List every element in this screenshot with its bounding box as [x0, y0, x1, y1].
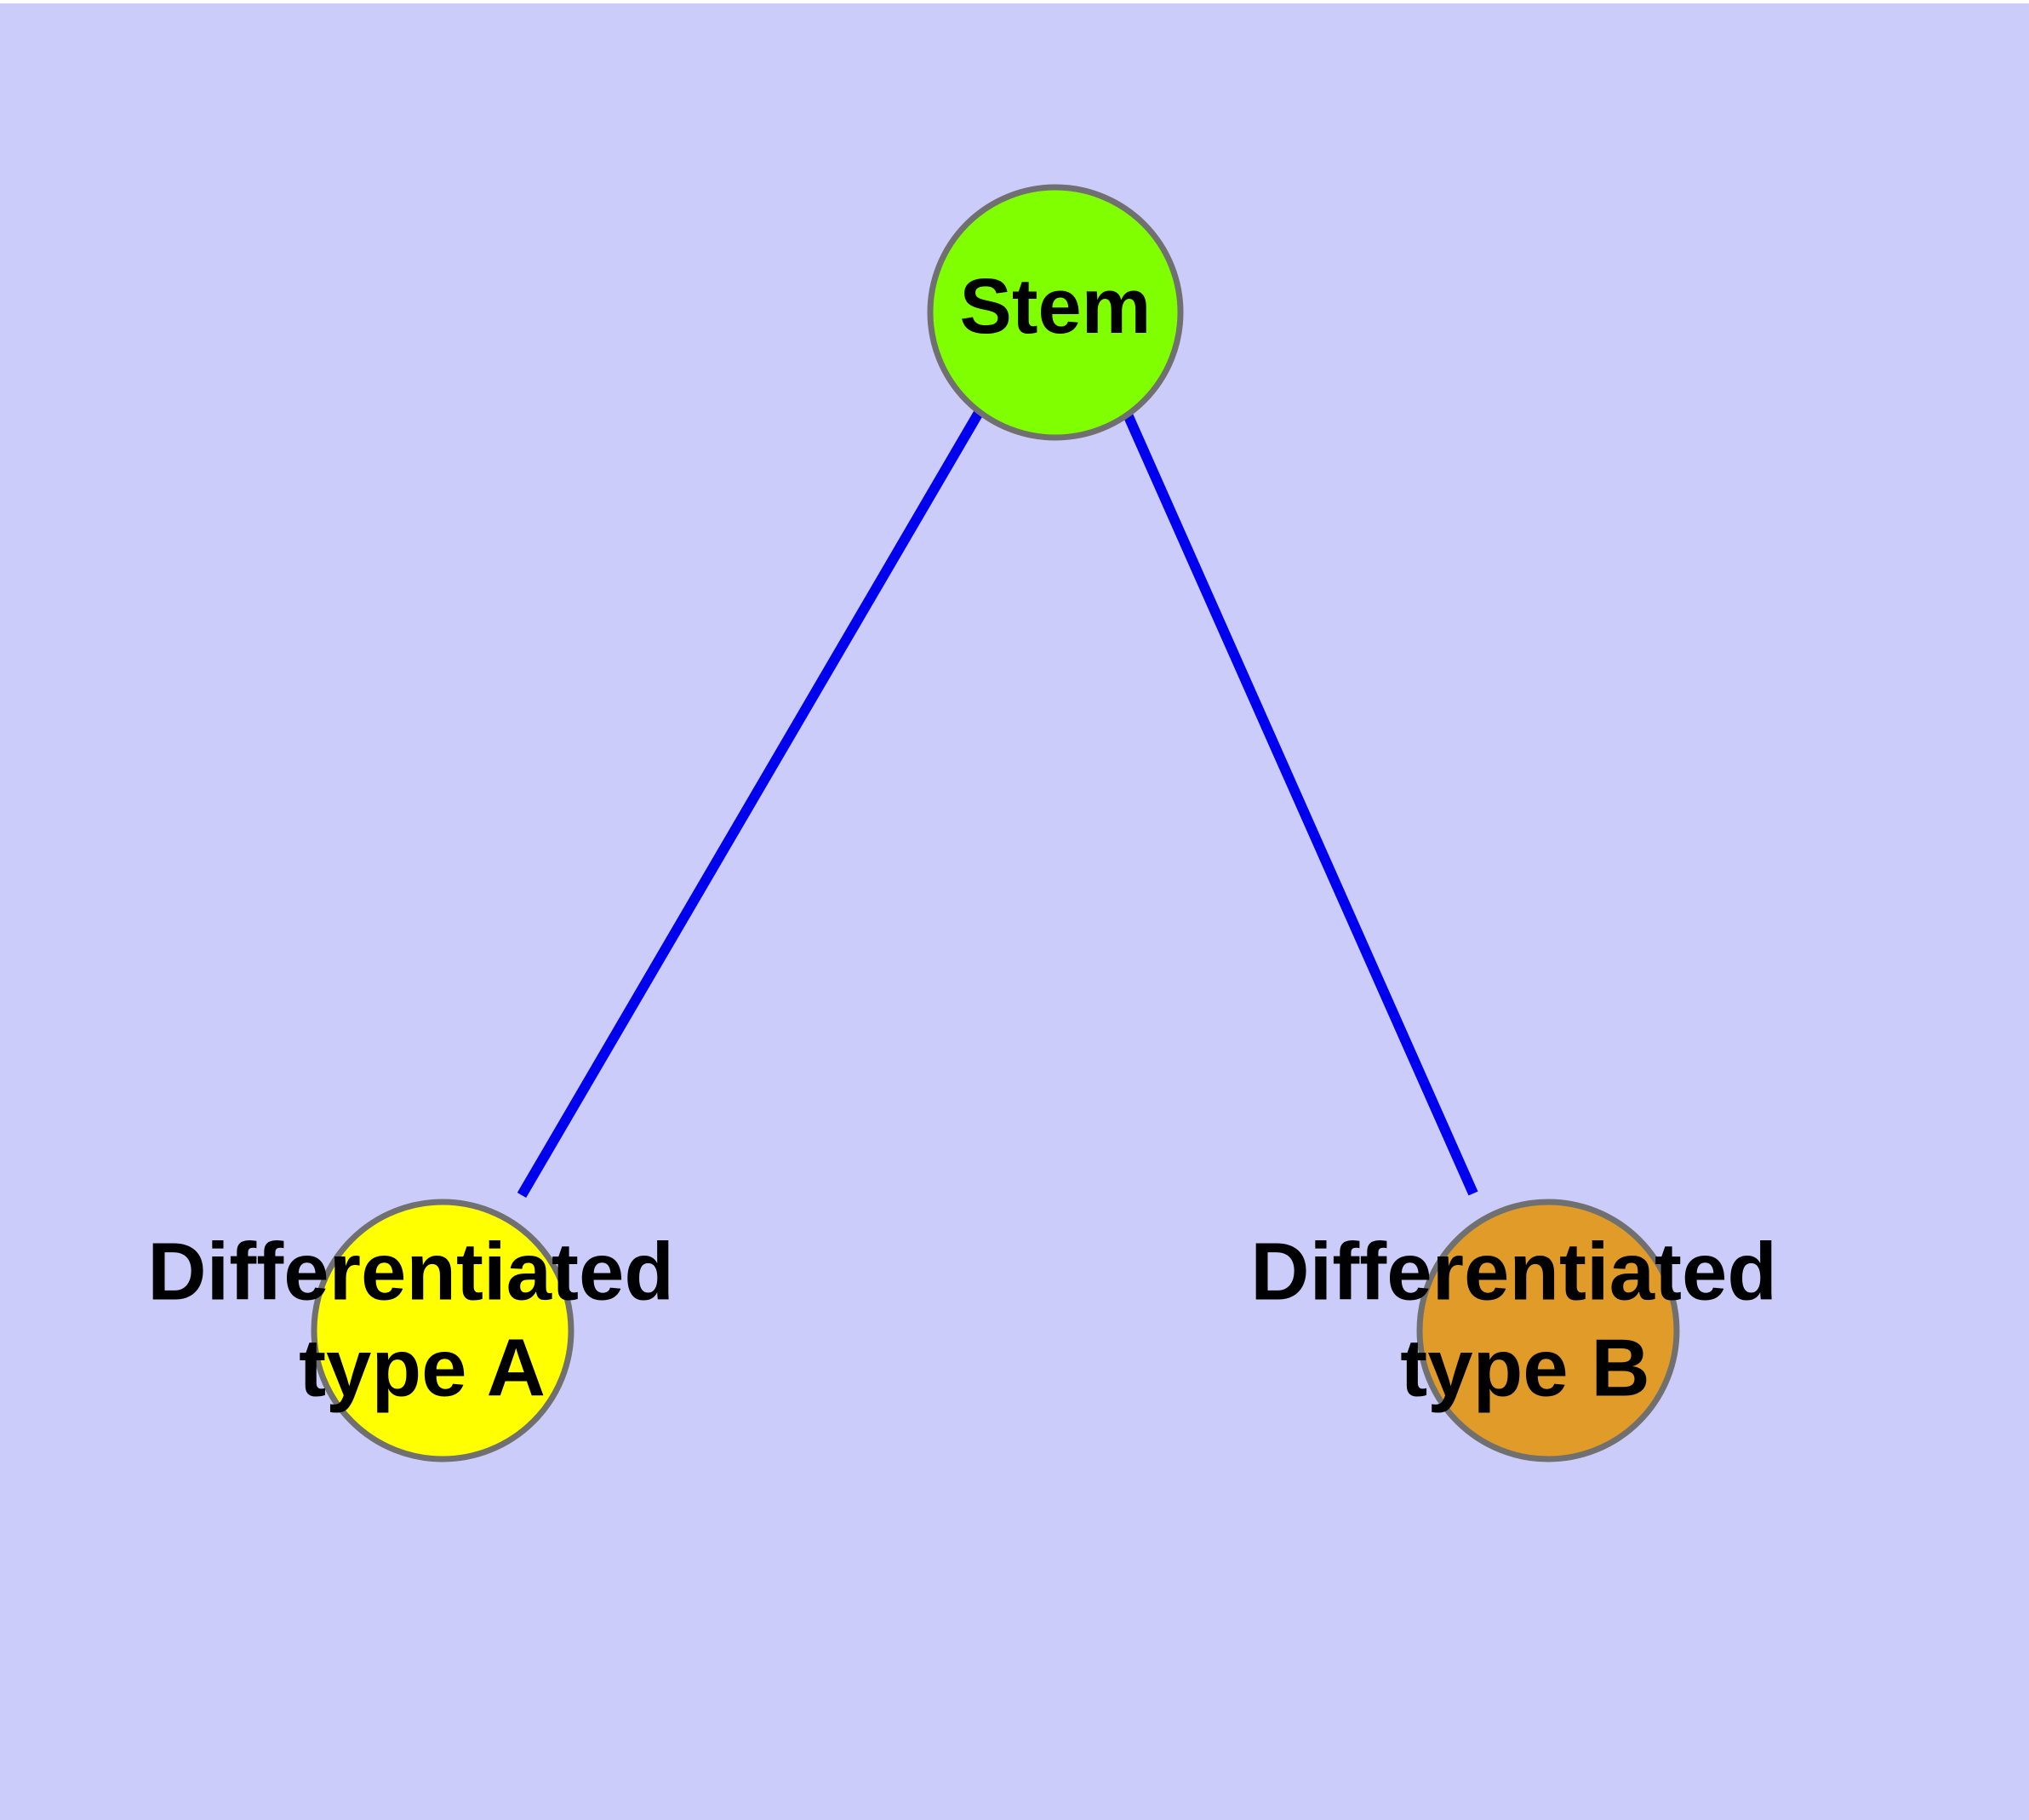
- node-stem[interactable]: Stem: [927, 184, 1184, 441]
- node-layer: Stem Differentiated type A Differentiate…: [147, 184, 1799, 1462]
- node-differentiated-type-b-label-line-2: type B: [1400, 1323, 1649, 1414]
- node-differentiated-type-a[interactable]: Differentiated type A: [147, 1199, 696, 1462]
- node-differentiated-type-a-circle[interactable]: [311, 1199, 574, 1462]
- node-differentiated-type-b[interactable]: Differentiated type B: [1250, 1199, 1799, 1462]
- node-differentiated-type-a-label: Differentiated type A: [147, 1227, 696, 1414]
- node-differentiated-type-b-label-line-1: Differentiated: [1250, 1227, 1777, 1318]
- node-differentiated-type-a-label-line-1: Differentiated: [147, 1227, 674, 1318]
- node-stem-circle[interactable]: [927, 184, 1184, 441]
- node-stem-label-line-1: Stem: [960, 263, 1152, 350]
- edge-stem-to-differentiated-type-b[interactable]: [1119, 404, 1478, 1196]
- node-differentiated-type-b-label: Differentiated type B: [1250, 1227, 1799, 1414]
- edge-layer: [517, 404, 1478, 1199]
- node-differentiated-type-b-circle[interactable]: [1416, 1199, 1680, 1462]
- node-differentiated-type-a-label-line-2: type A: [299, 1323, 546, 1414]
- edge-stem-to-differentiated-type-a[interactable]: [517, 408, 985, 1199]
- node-stem-label: Stem: [960, 263, 1152, 350]
